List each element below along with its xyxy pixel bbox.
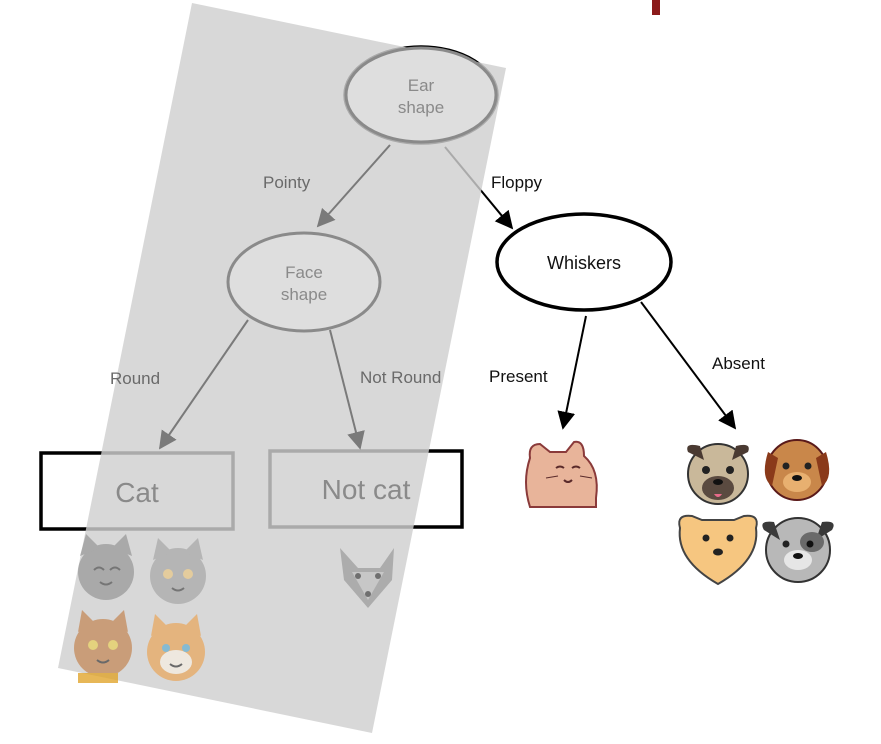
round-edge-label: Round	[110, 369, 160, 388]
whiskers-label: Whiskers	[547, 253, 621, 273]
absent-edge-label: Absent	[712, 354, 765, 373]
yellow-dog-icon	[678, 514, 758, 586]
face-shape-label-2: shape	[281, 285, 327, 304]
absent-arrow	[640, 301, 737, 430]
pointy-edge-label: Pointy	[263, 173, 311, 192]
cat-leaf-label: Cat	[115, 477, 159, 508]
not-round-arrow	[329, 329, 365, 450]
ear-shape-label-1: Ear	[408, 76, 435, 95]
not-round-edge-label: Not Round	[360, 368, 441, 387]
gray-cat-icon	[150, 538, 206, 604]
brown-dog-icon	[764, 439, 830, 501]
orange-cat-icon	[74, 610, 132, 683]
pug-icon	[687, 443, 749, 505]
ear-shape-label-2: shape	[398, 98, 444, 117]
pink-cat-icon	[525, 440, 598, 508]
ear-shape-node	[344, 46, 498, 144]
pointy-arrow	[316, 144, 391, 228]
gray-cat-icon	[78, 534, 134, 600]
whiskers-node	[495, 212, 673, 312]
gray-fox-icon	[340, 548, 394, 608]
present-arrow	[557, 315, 587, 430]
orange-cat-icon	[147, 614, 205, 681]
top-marker	[652, 0, 660, 15]
gray-dog-icon	[762, 517, 834, 583]
present-edge-label: Present	[489, 367, 548, 386]
round-arrow	[158, 319, 249, 450]
face-shape-node	[226, 231, 382, 333]
face-shape-label-1: Face	[285, 263, 323, 282]
not-cat-leaf-label: Not cat	[322, 474, 411, 505]
floppy-edge-label: Floppy	[491, 173, 543, 192]
